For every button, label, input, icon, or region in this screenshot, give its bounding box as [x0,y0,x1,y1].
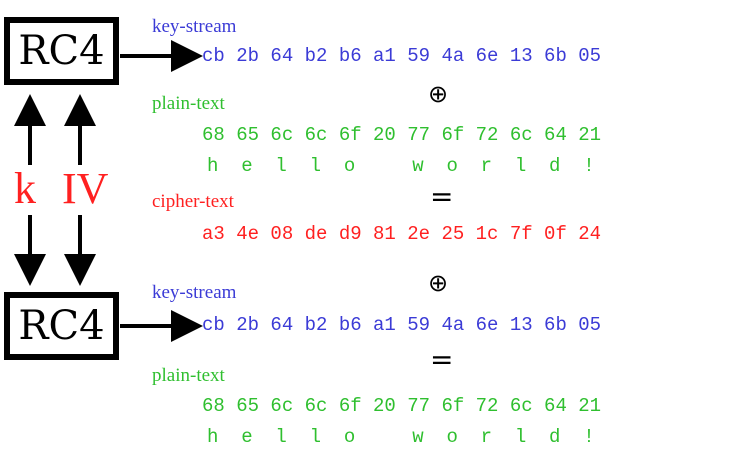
keystream-label-bottom: key-stream [152,282,237,303]
iv-label: IV [62,164,109,213]
plaintext-label-top: plain-text [152,93,225,114]
keystream-hex-top: cb 2b 64 b2 b6 a1 59 4a 6e 13 6b 05 [202,45,602,67]
plaintext-label-bottom: plain-text [152,365,225,386]
rc4-box-top: RC4 [4,17,119,85]
ciphertext-label: cipher-text [152,191,234,212]
plaintext-chars-bottom: h e l l o w o r l d ! [207,426,595,448]
equals-symbol-top: = [430,180,454,213]
keystream-hex-bottom: cb 2b 64 b2 b6 a1 59 4a 6e 13 6b 05 [202,314,602,336]
keystream-label-top: key-stream [152,16,237,37]
equals-symbol-bottom: = [430,343,454,376]
xor-symbol-top: ⊕ [428,80,449,108]
xor-symbol-bottom: ⊕ [428,269,449,297]
rc4-box-bottom: RC4 [4,292,119,360]
plaintext-hex-top: 68 65 6c 6c 6f 20 77 6f 72 6c 64 21 [202,124,602,146]
ciphertext-hex: a3 4e 08 de d9 81 2e 25 1c 7f 0f 24 [202,223,602,245]
key-k-label: k [14,164,36,213]
plaintext-hex-bottom: 68 65 6c 6c 6f 20 77 6f 72 6c 64 21 [202,395,602,417]
plaintext-chars-top: h e l l o w o r l d ! [207,155,595,177]
